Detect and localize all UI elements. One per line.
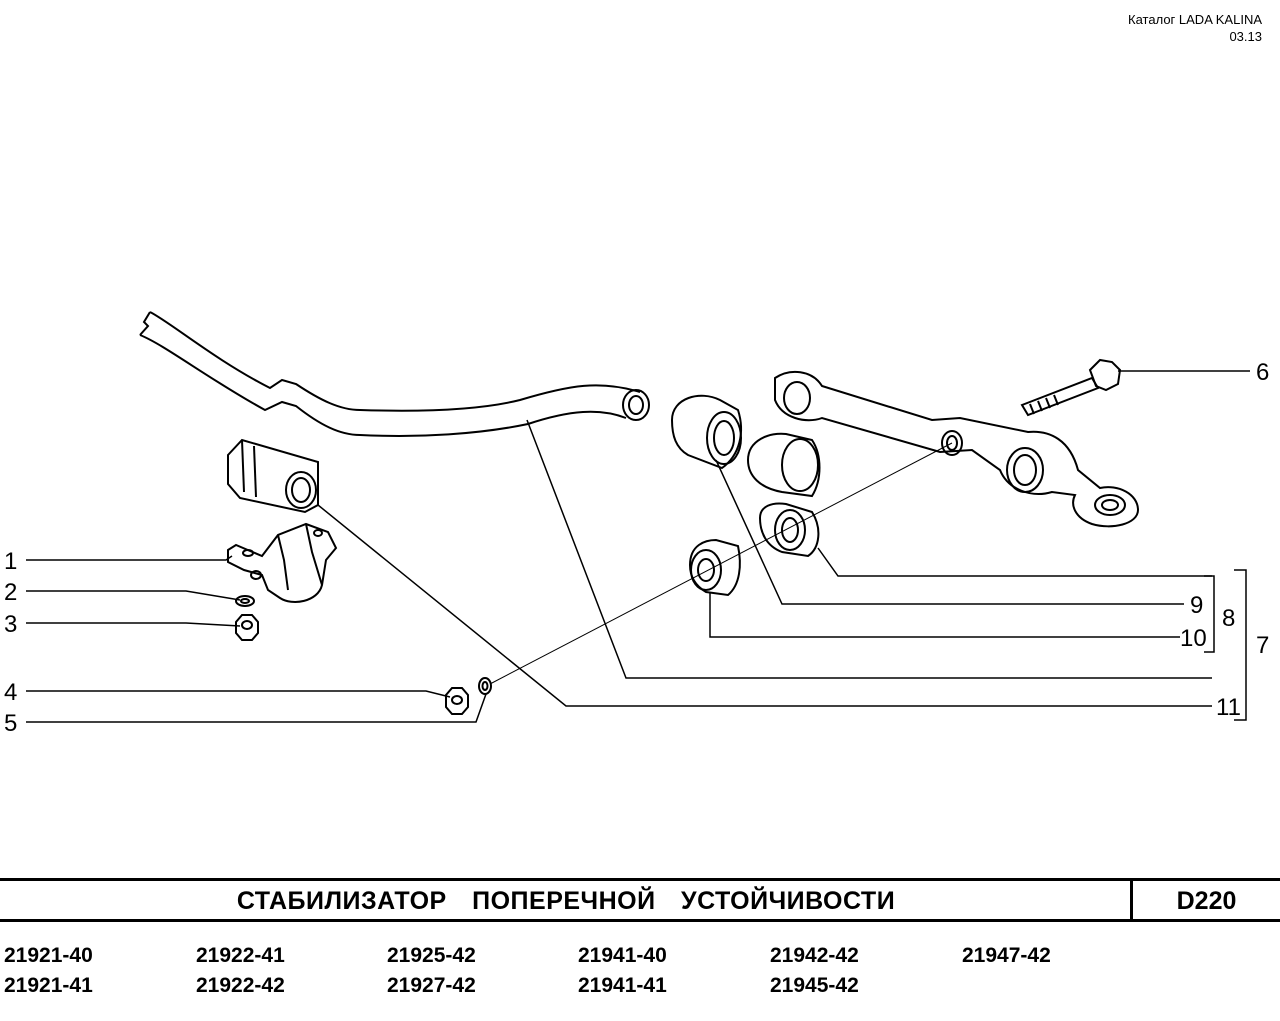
- washer-2: [235, 595, 255, 607]
- bolt-6: [1020, 358, 1122, 417]
- model-code: 21921-40: [4, 944, 93, 967]
- nut-3: [235, 614, 259, 641]
- model-code: 21927-42: [387, 974, 476, 997]
- page-code: D220: [1176, 887, 1237, 915]
- callout-1: 1: [4, 548, 17, 575]
- assembly-axis: [489, 442, 953, 685]
- model-code: 21922-42: [196, 974, 285, 997]
- parts-diagram: 1 2 3 4 5 6 7 8 9 10 11: [4, 311, 1269, 737]
- leader-lines: [26, 370, 1250, 723]
- page-title: СТАБИЛИЗАТОР ПОПЕРЕЧНОЙ УСТОЙЧИВОСТИ: [236, 887, 896, 915]
- bushing-9: [670, 394, 742, 470]
- callout-7: 7: [1256, 632, 1269, 659]
- title-divider: [1130, 881, 1133, 919]
- callout-3: 3: [4, 611, 17, 638]
- bushing-pair: [746, 432, 821, 558]
- model-code: 21947-42: [962, 944, 1051, 967]
- model-code: 21945-42: [770, 974, 859, 997]
- callout-6: 6: [1256, 359, 1269, 386]
- catalog-name: Каталог LADA KALINA: [1128, 12, 1262, 27]
- callout-4: 4: [4, 679, 17, 706]
- model-code: 21925-42: [387, 944, 476, 967]
- model-code: 21921-41: [4, 974, 93, 997]
- bar-cushion: [227, 438, 319, 514]
- stabilizer-bar: [139, 311, 650, 437]
- callout-9: 9: [1190, 592, 1203, 619]
- callout-11: 11: [1216, 694, 1241, 721]
- callout-10: 10: [1180, 625, 1207, 652]
- model-code: 21942-42: [770, 944, 859, 967]
- nut-4: [445, 687, 469, 715]
- callout-8: 8: [1222, 605, 1235, 632]
- bushing-10: [688, 538, 741, 597]
- washer-5: [478, 677, 492, 695]
- model-code: 21941-40: [578, 944, 667, 967]
- callout-5: 5: [4, 710, 17, 737]
- callout-2: 2: [4, 579, 17, 606]
- model-code: 21922-41: [196, 944, 285, 967]
- control-arm: [774, 370, 1140, 528]
- catalog-date: 03.13: [1229, 29, 1262, 44]
- title-bar: СТАБИЛИЗАТОР ПОПЕРЕЧНОЙ УСТОЙЧИВОСТИ D22…: [0, 878, 1280, 922]
- model-code: 21941-41: [578, 974, 667, 997]
- clamp-bracket: [227, 522, 338, 603]
